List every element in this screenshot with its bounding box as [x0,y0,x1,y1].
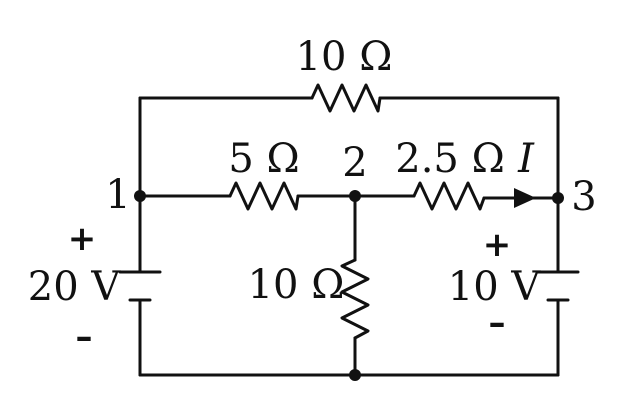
node-dot-3 [552,192,564,204]
label-resistor-2-5ohm: 2.5 Ω [395,136,505,182]
current-arrow-icon [514,188,536,208]
battery-10v [536,270,580,302]
label-node-1: 1 [105,172,130,218]
label-resistor-5ohm: 5 Ω [228,136,299,182]
resistor-top-10ohm [310,83,382,113]
node-dot-2 [349,190,361,202]
label-resistor-center: 10 Ω [248,262,345,308]
battery-20v [118,270,162,302]
resistor-center-10ohm [340,258,370,340]
node-dot-1 [134,190,146,202]
label-current: I [517,136,535,182]
resistor-2-5ohm [412,181,486,211]
label-source-20v: 20 V [28,264,122,310]
node-dot-bottom [349,369,361,381]
label-source-10v: 10 V [448,264,542,310]
resistor-5ohm [228,181,300,211]
label-source-10v-minus: – [489,303,506,343]
label-source-20v-plus: + [68,219,97,259]
label-resistor-top: 10 Ω [296,34,393,80]
wires [138,96,560,377]
label-source-10v-plus: + [483,225,512,265]
label-node-2: 2 [342,140,367,186]
label-source-20v-minus: – [76,317,93,357]
label-node-3: 3 [571,174,596,220]
